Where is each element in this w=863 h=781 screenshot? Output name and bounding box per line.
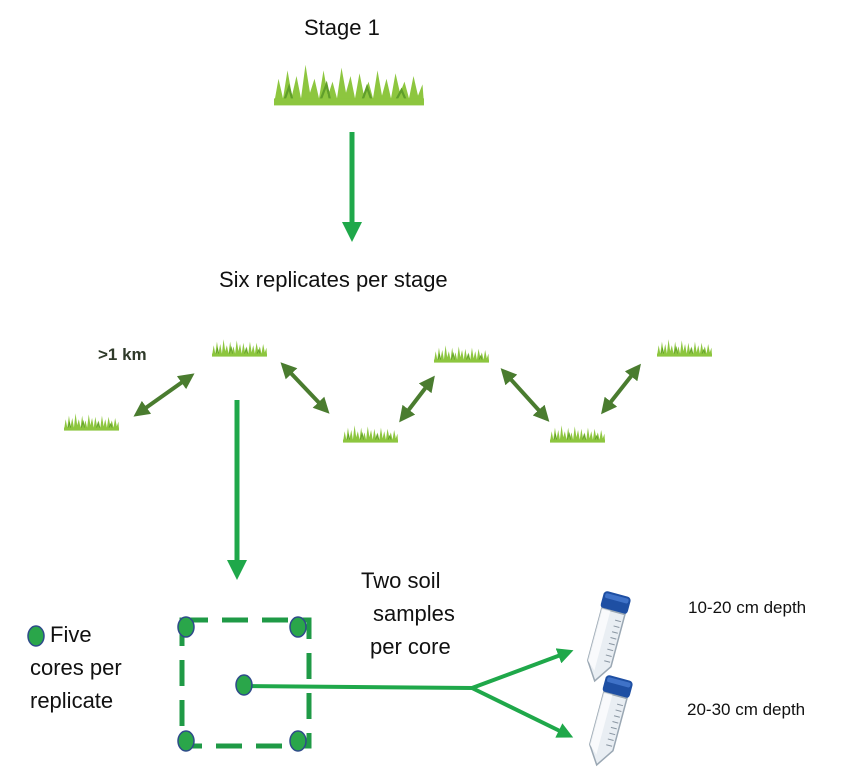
core-dot (235, 674, 253, 696)
sample-tube-icon (580, 589, 633, 686)
depth-label-bottom: 20-30 cm depth (687, 700, 806, 719)
core-dot (289, 616, 307, 638)
replicate-grass-icon (342, 424, 399, 444)
samples-line-3: per core (370, 634, 451, 659)
legend-line-2: cores per (30, 655, 122, 680)
stage-title: Stage 1 (304, 15, 380, 40)
replicate-plot-square (179, 617, 312, 749)
core-dot (289, 730, 307, 752)
distance-arrow (601, 363, 641, 415)
replicate-grass-icon (549, 424, 606, 444)
sample-branch-lower (471, 686, 574, 738)
distance-arrow (280, 362, 330, 414)
legend-line-1: Five (50, 622, 92, 647)
replicate-grass-icon (63, 412, 120, 432)
depth-label-top: 10-20 cm depth (688, 598, 807, 617)
replicates-title: Six replicates per stage (219, 267, 448, 292)
distance-arrow (133, 373, 195, 417)
samples-line-1: Two soil (361, 568, 441, 593)
stage-grass-icon (272, 63, 426, 107)
replicate-grass-icon (211, 338, 268, 358)
replicate-grass-icon (433, 344, 490, 364)
core-dot (177, 730, 195, 752)
core-dot (177, 616, 195, 638)
distance-arrow (399, 375, 435, 423)
legend-core-dot (27, 625, 45, 647)
legend-line-3: replicate (30, 688, 114, 713)
samples-line-2: samples (373, 601, 455, 626)
replicate-grass-icon (656, 338, 713, 358)
distance-label: >1 km (98, 345, 147, 364)
sample-branch-upper (471, 648, 574, 690)
distance-arrow (500, 368, 550, 422)
sample-tube-icon (582, 673, 635, 770)
sample-line (243, 684, 473, 690)
